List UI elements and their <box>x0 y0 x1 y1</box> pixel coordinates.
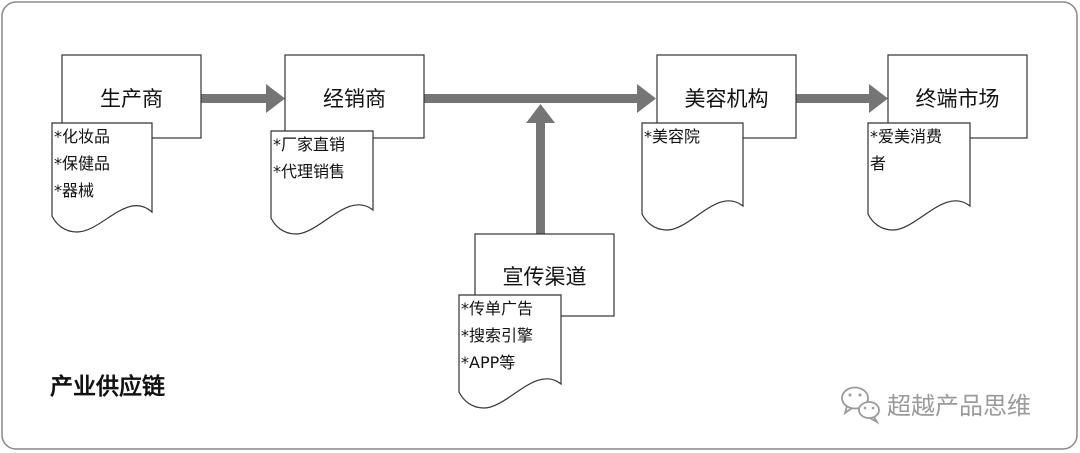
node-label: 终端市场 <box>916 87 1000 111</box>
node-manufacturer: 生产商 *化妆品 *保健品 *器械 <box>51 54 202 233</box>
note-document-shape <box>641 122 744 231</box>
note-line: *搜索引擎 <box>461 326 533 345</box>
wechat-icon <box>841 386 880 425</box>
note-line: *爱美消费 <box>870 127 942 146</box>
note-line: *保健品 <box>54 154 110 173</box>
note-line: *代理销售 <box>273 162 345 181</box>
node-label: 生产商 <box>100 87 163 111</box>
watermark-text: 超越产品思维 <box>887 392 1031 420</box>
note-line: 者 <box>870 154 886 173</box>
node-label: 美容机构 <box>685 87 769 111</box>
watermark: 超越产品思维 <box>841 386 1031 425</box>
note-line: *传单广告 <box>461 299 533 318</box>
note-line: *美容院 <box>644 127 700 146</box>
note-line: *厂家直销 <box>273 135 345 154</box>
arrows <box>201 84 888 234</box>
note-line: *化妆品 <box>54 127 110 146</box>
note-document-shape <box>51 122 153 233</box>
node-label: 经销商 <box>323 87 386 111</box>
arrow-beauty-agency-to-terminal-market <box>796 84 888 113</box>
note-document-shape <box>867 122 971 231</box>
node-terminal-market: 终端市场 *爱美消费 者 <box>867 54 1028 231</box>
node-promo-channel: 宣传渠道 *传单广告 *搜索引擎 *APP等 <box>458 233 615 409</box>
node-beauty-agency: 美容机构 *美容院 <box>641 54 797 231</box>
node-label: 宣传渠道 <box>503 265 587 289</box>
note-document-shape <box>270 130 374 235</box>
diagram-title: 产业供应链 <box>50 373 165 400</box>
note-line: *APP等 <box>461 353 515 372</box>
arrow-manufacturer-to-distributor <box>201 84 285 113</box>
arrow-distributor-to-beauty-agency <box>424 84 656 113</box>
note-line: *器械 <box>54 181 94 200</box>
note-document-shape <box>458 294 562 409</box>
node-box <box>284 54 425 139</box>
arrow-promo-channel-up <box>526 104 555 234</box>
node-distributor: 经销商 *厂家直销 *代理销售 <box>270 54 425 235</box>
